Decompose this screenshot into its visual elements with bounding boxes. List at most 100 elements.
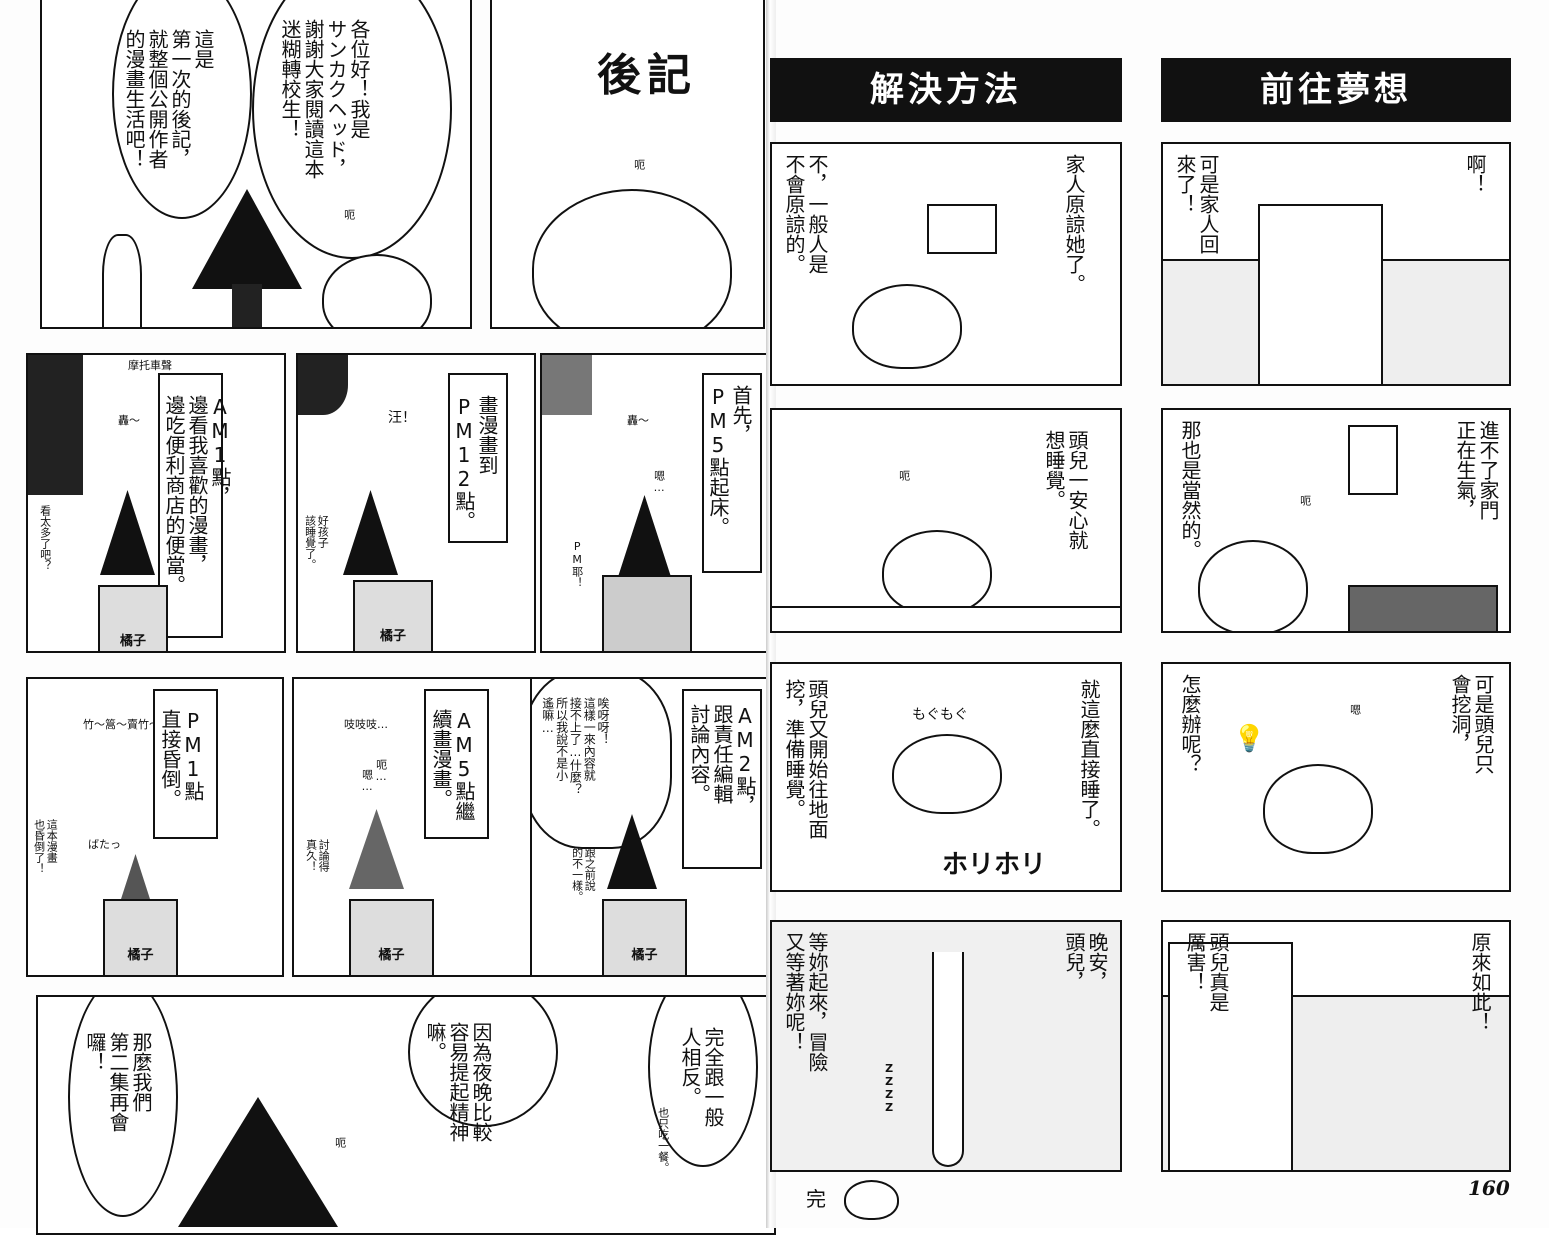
speech-text: 完全跟一般 人相反。: [678, 1027, 725, 1127]
caption-box: [153, 689, 218, 839]
box-label: 橘子: [379, 629, 406, 644]
caption-box: [448, 373, 508, 543]
small-character: [102, 234, 142, 327]
head-character: [322, 254, 432, 327]
head-character: [1263, 764, 1373, 854]
triangle-head-character: [349, 809, 404, 889]
narration-text: 啊！: [1463, 154, 1487, 194]
triangle-head-character: [617, 495, 672, 580]
head-character: [532, 189, 732, 327]
panel-pm5: 轟～ 嗯… PM耶！ 首先， PM5點起床。: [540, 353, 775, 653]
head-character: [892, 734, 1002, 814]
desk-box: 橘子: [349, 899, 434, 975]
narration-text: 可是家人回 來了！: [1173, 154, 1220, 254]
panel-locked-out: 進不了家門 正在生氣， 那也是當然的。 呃: [1161, 408, 1511, 633]
narration-text: 原來如此！: [1468, 932, 1492, 1032]
sfx-text: 呃: [1298, 495, 1312, 506]
triangle-head-character: [100, 490, 155, 575]
ground: [772, 606, 1120, 631]
desk-box: 橘子: [103, 899, 178, 975]
tunnel: [932, 952, 964, 1167]
narration-text: 就這麼直接睡了。: [1077, 679, 1101, 839]
narration-text: 不，一般人是 不會原諒的。: [782, 154, 829, 274]
panel-am5: 吱吱吱… 呃… 嗯… 討論得 真久！ AM5點繼 續畫漫畫。 橘子: [292, 677, 536, 977]
narration-text: 頭兒一安心就 想睡覺。: [1042, 430, 1089, 550]
panel-impressive: 原來如此！ 頭兒真是 厲害！: [1161, 920, 1511, 1172]
panel-closing: 完全跟一般 人相反。 也只吃一餐。 因為夜晚比較 容易提起精神 嘛。 那麼我們 …: [36, 995, 776, 1235]
panel-intro: 各位好！我是 サンカクヘッド， 謝謝大家閱讀這本 迷糊轉校生！ 這是 第一次的後…: [40, 0, 472, 329]
caption-text: AM1點， 邊看我喜歡的漫畫， 邊吃便利商店的便當。: [162, 395, 232, 595]
sfx-text: 好孩子 該睡覺了。: [303, 515, 330, 570]
panel-pm12: 汪！ 畫漫畫到 PM12點。 好孩子 該睡覺了。 橘子: [296, 353, 536, 653]
house: [1258, 204, 1383, 384]
desk-box: 橘子: [602, 899, 687, 975]
sfx-text: 汪！: [388, 410, 416, 426]
sfx-text: 嗯…: [360, 769, 374, 793]
narration-text: 進不了家門 正在生氣，: [1453, 420, 1500, 520]
sfx-text: 摩托車聲: [128, 359, 172, 372]
sfx-text: 呃: [333, 1137, 347, 1148]
sfx-text: ホリホリ: [942, 850, 1047, 880]
window-night: [542, 355, 592, 415]
box-label: 橘子: [378, 948, 405, 963]
afterword-title: 後記: [597, 50, 697, 101]
panel-goodnight: 晚安， 頭兒， 等妳起來，冒險 又等著妳呢！ ZZZZ: [770, 920, 1122, 1172]
sfx-text: 呃: [897, 470, 911, 481]
head-character: [852, 284, 962, 369]
moon-window: [298, 355, 348, 415]
speech-bubble: [252, 0, 452, 259]
caption-text: 首先， PM5點起床。: [706, 385, 753, 537]
caption-text: AM5點繼 續畫漫畫。: [429, 709, 476, 821]
head-character: [882, 530, 992, 615]
sfx-text: 呃…: [374, 759, 388, 783]
speech-text: 那麼我們 第二集再會 囉！: [83, 1032, 153, 1132]
panel-title: 後記 呃: [490, 0, 765, 329]
speech-bubble: [68, 997, 178, 1217]
panel-sleepy: 頭兒一安心就 想睡覺。 呃: [770, 408, 1122, 633]
speech-bubble: [112, 0, 252, 219]
sfx-text: 吱吱吱…: [344, 718, 388, 731]
narration-text: 等妳起來，冒險 又等著妳呢！: [782, 932, 829, 1072]
column-header-dream: 前往夢想: [1161, 58, 1511, 122]
lightbulb-icon: 💡: [1233, 724, 1266, 754]
caption-box: [682, 689, 762, 869]
speech-bubble: [408, 997, 558, 1127]
speech-text: 各位好！我是 サンカクヘッド， 謝謝大家閱讀這本 迷糊轉校生！: [278, 19, 371, 179]
sfx-text: 跟之前說 的不一樣。: [570, 847, 597, 902]
sfx-text: 討論得 真久！: [304, 839, 331, 872]
roof: [1348, 585, 1498, 631]
night-window: [28, 355, 83, 495]
speech-text: 唉呀呀！ 這樣一來內容就 接不上了…什麼？ 所以我說不是小 遙嘛…: [540, 697, 610, 795]
sfx-text: 看太多了吧？: [38, 505, 52, 571]
page-number: 160: [1468, 1176, 1510, 1200]
desk-box: 橘子: [98, 585, 168, 651]
triangle-head-character: [343, 490, 398, 575]
sfx-text: 這本漫畫 也昏倒了！: [32, 819, 59, 874]
box-label: 橘子: [119, 634, 146, 649]
sfx-text: 轟～: [118, 414, 140, 427]
caption-text: AM2點， 跟責任編輯 討論內容。: [687, 704, 757, 816]
sfx-text: 轟～: [627, 414, 649, 427]
bed: [602, 575, 692, 651]
caption-text: 畫漫畫到 PM12點。: [452, 395, 499, 531]
sfx-text: ZZZZ: [882, 1062, 896, 1114]
window: [1348, 425, 1398, 495]
head-character: [844, 1180, 899, 1220]
box-label: 橘子: [127, 948, 154, 963]
character-body: [232, 284, 262, 327]
caption-box: [424, 689, 489, 839]
speech-text: 這是 第一次的後記， 就整個公開作者 的漫畫生活吧！: [122, 29, 215, 169]
narration-text: 怎麼辦呢？: [1178, 674, 1202, 774]
triangle-head-character: [178, 1097, 338, 1227]
caption-box: [158, 373, 223, 638]
caption-box: [702, 373, 762, 573]
end-mark: 完: [806, 1187, 826, 1211]
sfx-text: 呃: [342, 209, 356, 220]
sfx-text: 嗯: [1348, 704, 1362, 715]
panel-pm1: 竹～篙～賣竹～竿～ ばたっ 這本漫畫 也昏倒了！ PM1點 直接昏倒。 橘子: [26, 677, 284, 977]
speech-text: 因為夜晚比較 容易提起精神 嘛。: [423, 1022, 493, 1142]
narration-text: 頭兒又開始往地面 挖，準備睡覺。: [782, 679, 829, 839]
sfx-text: ばたっ: [88, 838, 121, 851]
head-character: [1198, 540, 1308, 631]
narration-text: 頭兒真是 厲害！: [1183, 932, 1230, 1012]
